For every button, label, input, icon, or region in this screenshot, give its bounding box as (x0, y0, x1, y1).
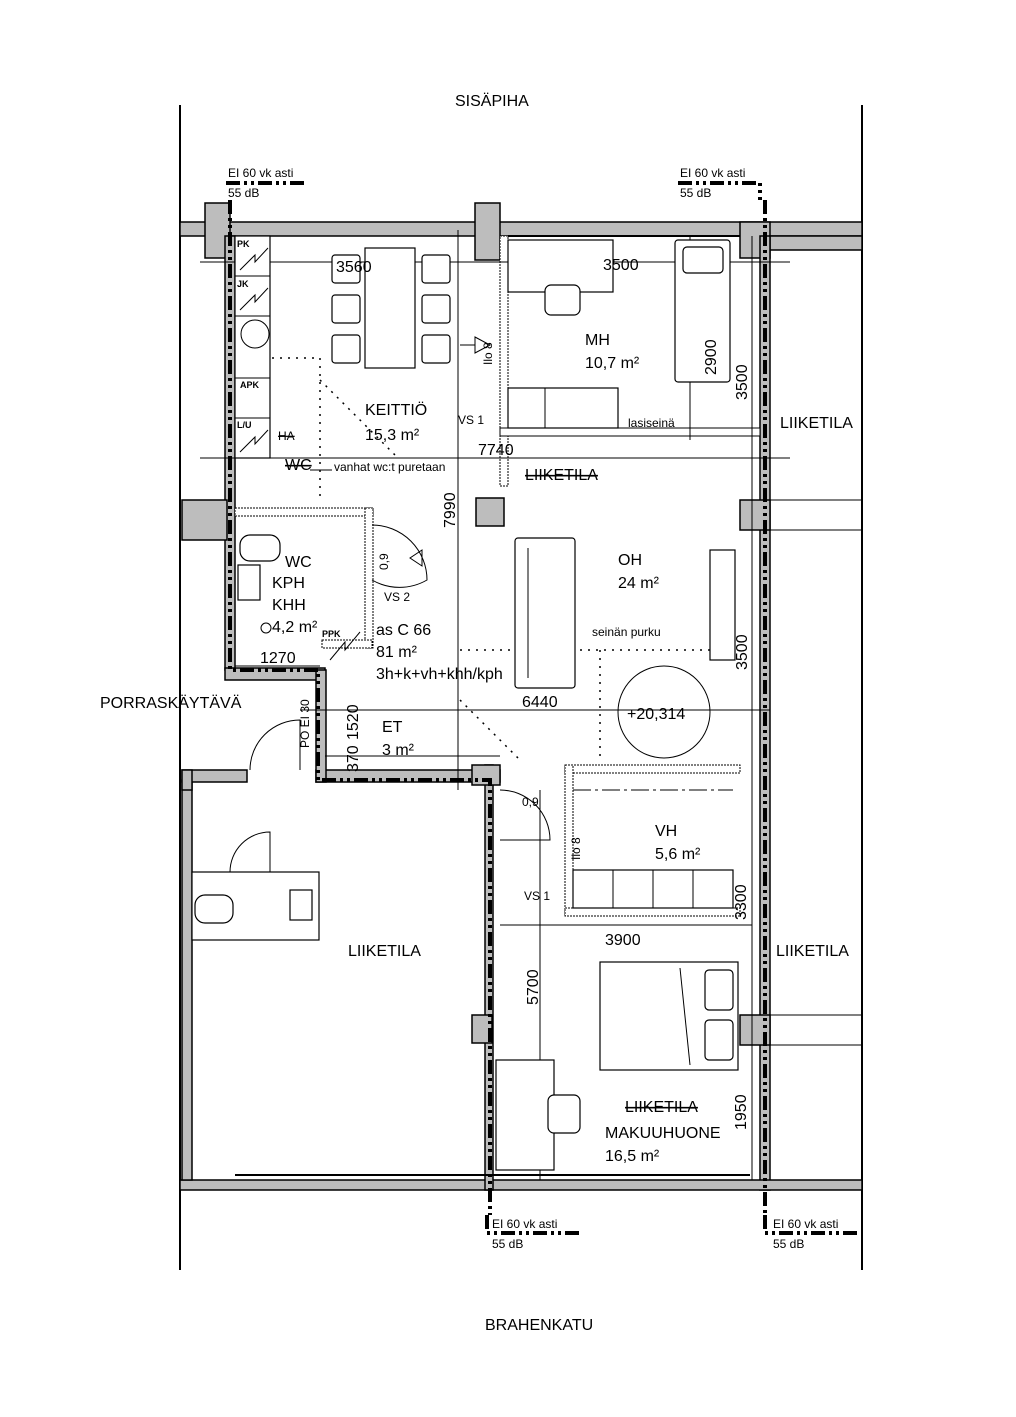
svg-text:seinän purku: seinän purku (592, 625, 661, 639)
svg-text:vanhat wc:t puretaan: vanhat wc:t puretaan (334, 460, 445, 474)
commercial-label: LIIKETILA (780, 415, 853, 432)
svg-text:KEITTIÖ: KEITTIÖ (365, 401, 427, 419)
room-vh: VH 5,6 m² (655, 823, 701, 863)
fire-line-left (228, 200, 492, 1215)
svg-text:55 dB: 55 dB (773, 1237, 804, 1251)
mh-furniture (507, 239, 731, 429)
svg-text:MH: MH (585, 332, 610, 349)
bathroom-fixtures: PPK (237, 534, 361, 661)
svg-text:VS 1: VS 1 (458, 413, 484, 427)
overhead-lines (240, 357, 740, 761)
svg-text:55 dB: 55 dB (492, 1237, 523, 1251)
svg-text:VH: VH (655, 823, 677, 840)
svg-text:24 m²: 24 m² (618, 575, 660, 592)
kitchen-counter: PK JK APK L/U (234, 235, 271, 459)
appliance-heater: PPK (322, 629, 341, 639)
fire-note: EI 60 vk asti 55 dB (485, 1215, 580, 1251)
svg-text:WC: WC (285, 457, 312, 474)
fire-note: EI 60 vk asti 55 dB (226, 166, 305, 200)
svg-text:OH: OH (618, 552, 642, 569)
svg-text:EI 60 vk asti: EI 60 vk asti (773, 1217, 838, 1231)
svg-text:5700: 5700 (525, 969, 542, 1005)
svg-text:16,5 m²: 16,5 m² (605, 1148, 660, 1165)
svg-text:3300: 3300 (733, 884, 750, 920)
commercial-label: LIIKETILA (348, 943, 421, 960)
svg-text:3500: 3500 (734, 634, 751, 670)
doors (249, 524, 551, 841)
vh-shelves (572, 789, 734, 909)
appliance-oven: L/U (237, 420, 252, 430)
svg-text:4,2 m²: 4,2 m² (272, 619, 318, 636)
svg-text:Ilo 8: Ilo 8 (481, 342, 495, 365)
label-street: BRAHENKATU (485, 1317, 593, 1334)
room-oh: OH 24 m² (618, 552, 660, 592)
svg-text:VS 1: VS 1 (524, 889, 550, 903)
appliance-dishwasher: APK (240, 380, 260, 390)
svg-text:55 dB: 55 dB (680, 186, 711, 200)
appliance-fridge: PK (237, 239, 250, 249)
commercial-label: LIIKETILA (776, 943, 849, 960)
svg-text:55 dB: 55 dB (228, 186, 259, 200)
fire-note: EI 60 vk asti 55 dB (763, 1215, 860, 1251)
dining-set (331, 247, 451, 369)
commercial-label-removed: LIIKETILA (625, 1099, 698, 1116)
room-entrance: ET 3 m² (382, 719, 415, 759)
svg-text:lasiseinä: lasiseinä (628, 416, 675, 430)
svg-text:VS 2: VS 2 (384, 590, 410, 604)
svg-text:6440: 6440 (522, 694, 558, 711)
svg-text:HA: HA (278, 429, 295, 443)
svg-text:KPH: KPH (272, 575, 305, 592)
svg-text:3560: 3560 (336, 259, 372, 276)
dimension-labels: 3560 3500 2900 3500 7740 7990 6440 3500 … (260, 257, 751, 1130)
label-courtyard: SISÄPIHA (455, 92, 529, 110)
svg-text:3900: 3900 (605, 932, 641, 949)
room-bath: WC KPH KHH 4,2 m² (272, 554, 318, 636)
svg-text:MAKUUHUONE: MAKUUHUONE (605, 1125, 721, 1142)
svg-text:3 m²: 3 m² (382, 742, 415, 759)
svg-text:1950: 1950 (733, 1094, 750, 1130)
svg-text:EI 60 vk asti: EI 60 vk asti (228, 166, 293, 180)
svg-text:as C 66: as C 66 (376, 622, 431, 639)
room-mh: MH 10,7 m² (585, 332, 640, 372)
walls (179, 202, 863, 1191)
svg-text:EI 60 vk asti: EI 60 vk asti (680, 166, 745, 180)
svg-text:7990: 7990 (442, 492, 459, 528)
svg-text:3500: 3500 (603, 257, 639, 274)
svg-text:0,9: 0,9 (377, 553, 391, 570)
commercial-wc (191, 831, 320, 941)
commercial-label-removed: LIIKETILA (525, 467, 598, 484)
notes: WC vanhat wc:t puretaan lasiseinä seinän… (278, 336, 685, 903)
label-stairwell: PORRASKÄYTÄVÄ (100, 694, 242, 712)
svg-text:1270: 1270 (260, 650, 296, 667)
svg-text:1520: 1520 (345, 704, 362, 740)
room-kitchen: KEITTIÖ 15,3 m² (365, 401, 427, 444)
svg-text:7740: 7740 (478, 442, 514, 459)
svg-text:0,9: 0,9 (522, 795, 539, 809)
svg-text:ET: ET (382, 719, 403, 736)
apartment-info: as C 66 81 m² 3h+k+vh+khh/kph (376, 622, 503, 683)
fire-note: EI 60 vk asti 55 dB (678, 166, 762, 200)
svg-text:3500: 3500 (734, 364, 751, 400)
svg-text:5,6 m²: 5,6 m² (655, 846, 701, 863)
svg-text:3h+k+vh+khh/kph: 3h+k+vh+khh/kph (376, 666, 503, 683)
svg-text:370: 370 (345, 745, 362, 772)
bedroom-furniture (495, 961, 739, 1171)
svg-text:WC: WC (285, 554, 312, 571)
svg-text:EI 60 vk asti: EI 60 vk asti (492, 1217, 557, 1231)
svg-text:2900: 2900 (703, 339, 720, 375)
svg-text:10,7 m²: 10,7 m² (585, 355, 640, 372)
svg-text:Ilo 8: Ilo 8 (569, 837, 583, 860)
svg-text:PO EI 30: PO EI 30 (298, 699, 312, 748)
svg-text:81 m²: 81 m² (376, 644, 418, 661)
appliance-freezer: JK (237, 279, 249, 289)
svg-text:+20,314: +20,314 (627, 706, 685, 723)
room-bedroom: MAKUUHUONE 16,5 m² (605, 1125, 721, 1165)
oh-furniture (514, 537, 736, 759)
partitions (234, 235, 761, 1176)
svg-text:KHH: KHH (272, 597, 306, 614)
svg-text:15,3 m²: 15,3 m² (365, 427, 420, 444)
